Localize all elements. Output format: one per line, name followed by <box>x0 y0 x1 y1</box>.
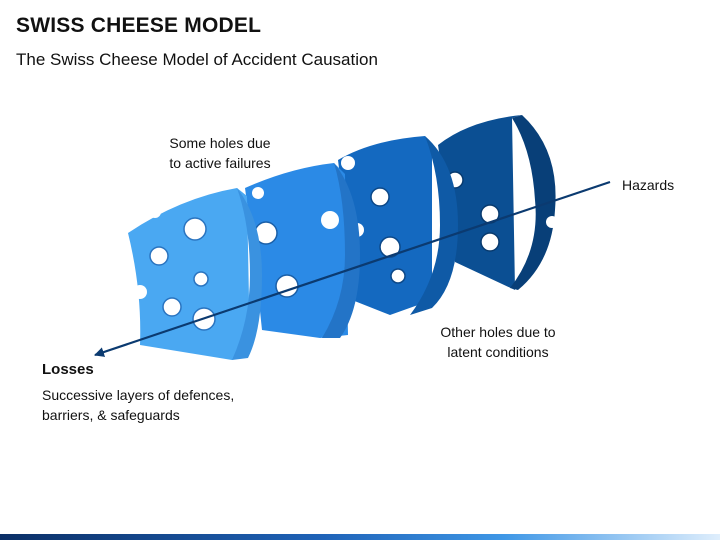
cheese-slice-2 <box>245 163 360 338</box>
hazard-trajectory-arrow <box>94 180 611 357</box>
cheese-hole <box>546 216 558 228</box>
losses-label: Losses <box>42 361 94 378</box>
cheese-hole <box>252 187 264 199</box>
cheese-hole <box>341 156 355 170</box>
page-title: SWISS CHEESE MODEL <box>16 14 262 37</box>
latent-conditions-label: Other holes due to latent conditions <box>440 324 556 360</box>
cheese-slice-1 <box>128 188 262 360</box>
page-subtitle: The Swiss Cheese Model of Accident Causa… <box>16 50 378 69</box>
defence-layers-label: Successive layers of defences, barriers,… <box>42 387 235 423</box>
cheese-hole <box>183 217 207 241</box>
cheese-hole <box>193 271 209 287</box>
footer-gradient-bar <box>0 534 720 540</box>
cheese-hole <box>133 285 147 299</box>
cheese-hole <box>480 232 500 252</box>
cheese-slice-3 <box>338 136 458 315</box>
cheese-hole <box>390 268 406 284</box>
cheese-hole <box>149 246 169 266</box>
cheese-hole <box>149 206 161 218</box>
hazards-label: Hazards <box>622 177 675 193</box>
cheese-hole <box>370 187 390 207</box>
cheese-hole <box>162 297 182 317</box>
active-failures-label: Some holes due to active failures <box>169 135 271 171</box>
cheese-slice-4 <box>438 115 558 290</box>
cheese-hole <box>321 211 339 229</box>
